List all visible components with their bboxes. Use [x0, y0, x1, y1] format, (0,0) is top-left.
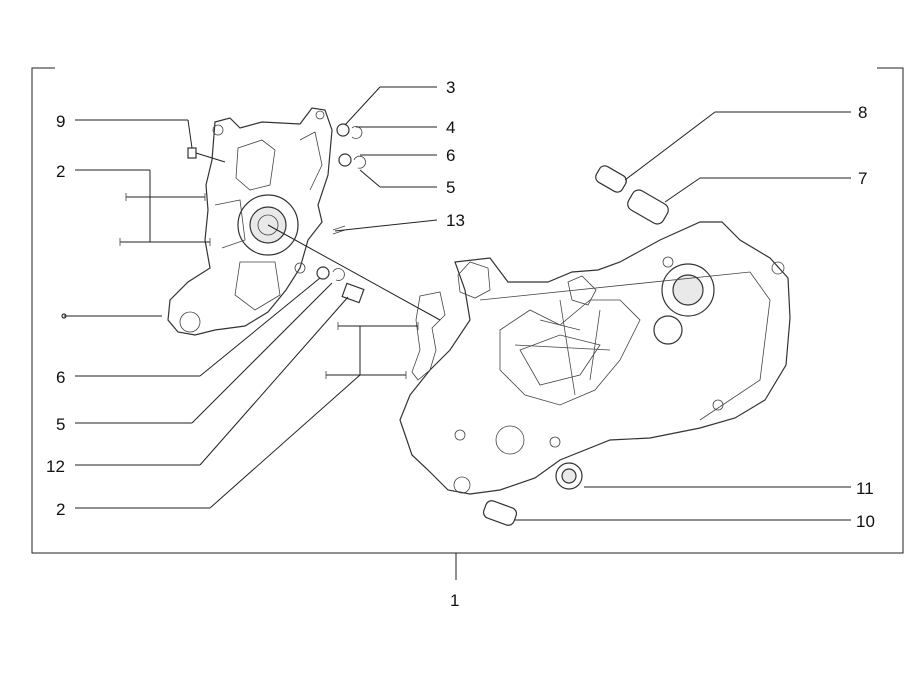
callout-labels: 1 2 2 3 4 5 5 6 6 7 8 9 10 11 12 13 [46, 78, 875, 610]
callout-11: 11 [856, 479, 874, 498]
left-crankcase-half [167, 107, 333, 336]
callout-1: 1 [450, 591, 459, 610]
bearing [555, 462, 583, 490]
right-crankcase-half [399, 221, 791, 495]
dowel-pins-lower [316, 266, 365, 304]
callout-12: 12 [46, 457, 65, 476]
leader-lines [75, 86, 851, 521]
callout-13: 13 [446, 211, 465, 230]
callout-7: 7 [858, 169, 867, 188]
callout-9: 9 [56, 112, 65, 131]
callout-6-lower: 6 [56, 368, 65, 387]
callout-5-lower: 5 [56, 415, 65, 434]
callout-10: 10 [856, 512, 875, 531]
callout-3: 3 [446, 78, 455, 97]
assembly-bracket [31, 67, 904, 580]
callout-5-upper: 5 [446, 178, 455, 197]
dowel-pins-upper [332, 123, 366, 235]
callout-4: 4 [446, 118, 455, 137]
callout-2-lower: 2 [56, 500, 65, 519]
callout-2-upper: 2 [56, 162, 65, 181]
studs [119, 193, 419, 379]
callout-8: 8 [858, 103, 867, 122]
bushings [595, 165, 669, 225]
callout-6-upper: 6 [446, 146, 455, 165]
bushing-10 [482, 500, 518, 526]
gasket [411, 291, 446, 381]
small-plug [61, 313, 162, 319]
